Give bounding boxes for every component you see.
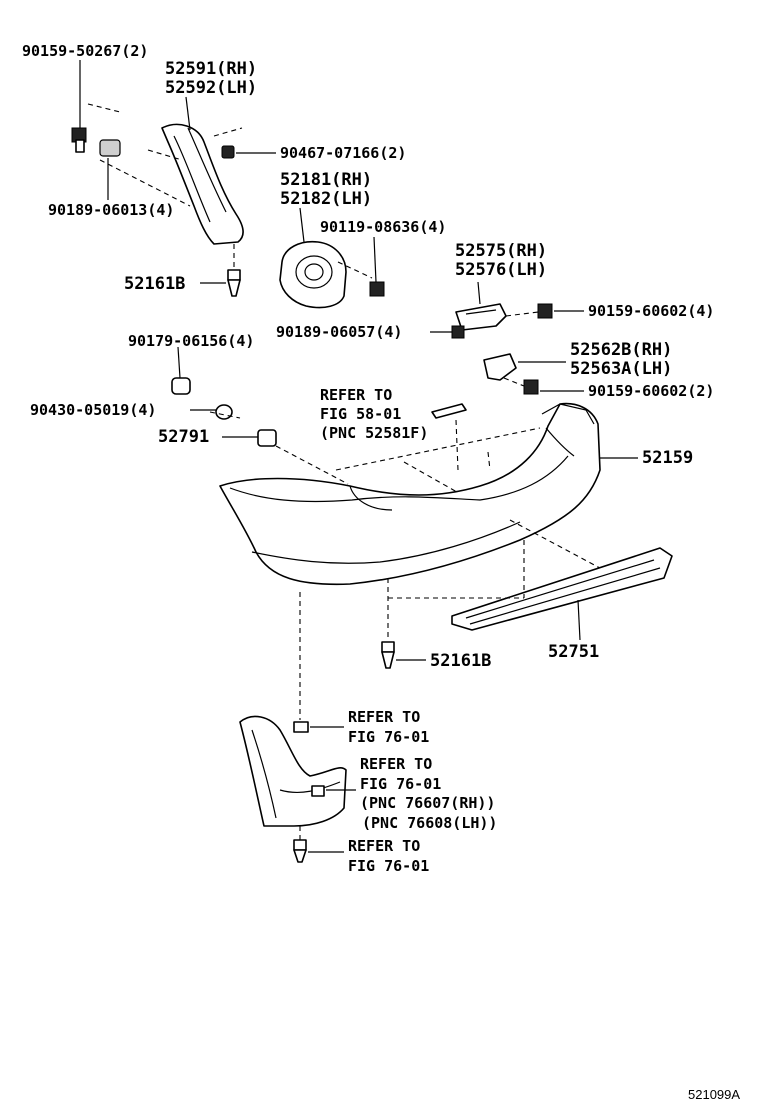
mud-guard — [239, 715, 347, 827]
mudguard-screw — [293, 826, 344, 863]
label-52159: 52159 — [642, 448, 693, 468]
label-52576-lh: 52576(LH) — [455, 260, 547, 280]
refer-fig76b-line4: (PNC 76608(LH)) — [362, 814, 497, 832]
mudguard-clip-mid — [311, 785, 356, 797]
refer-fig76b-line3: (PNC 76607(RH)) — [360, 794, 495, 812]
label-52563a-lh: 52563A(LH) — [570, 359, 672, 379]
clip-52161b-bottom — [381, 540, 525, 669]
refer-fig76b-line2: FIG 76-01 — [360, 775, 441, 793]
nut-90189-06013 — [99, 139, 121, 200]
bolt-90159-50267 — [71, 60, 87, 153]
label-52592-lh: 52592(LH) — [165, 78, 257, 98]
step-pad-52751 — [451, 547, 673, 641]
refer-fig76b-line1: REFER TO — [360, 755, 432, 773]
refer-fig76c-line1: REFER TO — [348, 837, 420, 855]
label-90189-06057: 90189-06057(4) — [276, 323, 402, 341]
bumper-spacer — [483, 353, 566, 381]
label-52591-rh: 52591(RH) — [165, 59, 257, 79]
refer-fig76a-line2: FIG 76-01 — [348, 728, 429, 746]
label-90430-05019: 90430-05019(4) — [30, 401, 156, 419]
bolt-52791 — [222, 429, 277, 447]
label-52562b-rh: 52562B(RH) — [570, 340, 672, 360]
refer-fig58-line1: REFER TO — [320, 386, 392, 404]
bolt-90159-60602-2 — [503, 377, 584, 395]
diagram-code: 521099A — [688, 1087, 740, 1102]
refer-fig58-line3: (PNC 52581F) — [320, 424, 428, 442]
label-52161b-top: 52161B — [124, 274, 185, 294]
reflector-part — [431, 403, 467, 471]
label-90179-06156: 90179-06156(4) — [128, 332, 254, 350]
label-52181-rh: 52181(RH) — [280, 170, 372, 190]
label-52791: 52791 — [158, 427, 209, 447]
label-52751: 52751 — [548, 642, 599, 662]
label-90189-06013: 90189-06013(4) — [48, 201, 174, 219]
bolt-90159-60602-4 — [505, 303, 584, 319]
bumper-retainer — [455, 281, 507, 331]
mudguard-clip-top — [293, 721, 344, 733]
refer-fig76a-line1: REFER TO — [348, 708, 420, 726]
clip-90467-07166 — [221, 145, 276, 159]
bolt-90119-08636 — [337, 236, 385, 297]
nut-90179-06156 — [171, 346, 191, 395]
label-52182-lh: 52182(LH) — [280, 189, 372, 209]
nut-90189-06057 — [430, 325, 465, 339]
label-90159-60602-4: 90159-60602(4) — [588, 302, 714, 320]
refer-fig76c-line2: FIG 76-01 — [348, 857, 429, 875]
label-90159-60602-2: 90159-60602(2) — [588, 382, 714, 400]
rear-bumper-cover — [219, 402, 601, 586]
label-52161b-bottom: 52161B — [430, 651, 491, 671]
refer-fig58-line2: FIG 58-01 — [320, 405, 401, 423]
fender-liner — [161, 123, 244, 245]
clip-52161b-top — [200, 244, 241, 297]
label-90119-08636: 90119-08636(4) — [320, 218, 446, 236]
label-52575-rh: 52575(RH) — [455, 241, 547, 261]
label-90159-50267: 90159-50267(2) — [22, 42, 148, 60]
bumper-bracket — [279, 240, 347, 309]
label-90467-07166: 90467-07166(2) — [280, 144, 406, 162]
